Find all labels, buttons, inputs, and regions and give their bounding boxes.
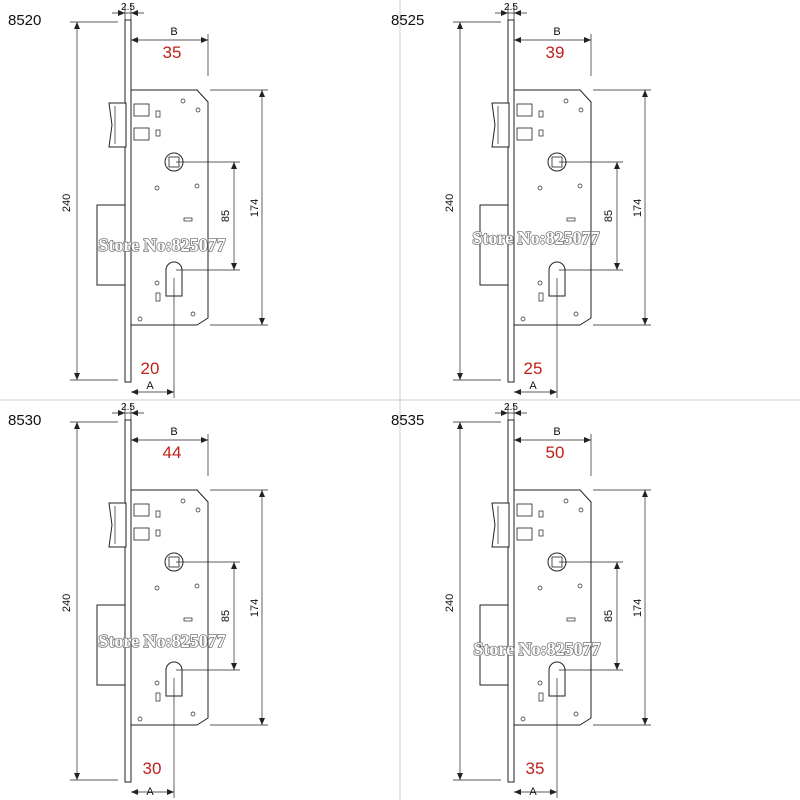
plate-thickness-label: 2.5 xyxy=(121,2,135,13)
plate-thickness-label: 2.5 xyxy=(121,402,135,413)
a-dimension-value: 25 xyxy=(524,359,543,378)
lock-drawing xyxy=(69,3,269,399)
plate-thickness-label: 2.5 xyxy=(504,402,518,413)
height-total-label: 240 xyxy=(444,194,456,212)
model-number: 8535 xyxy=(391,412,424,429)
lock-drawing xyxy=(69,403,269,799)
case-height-label: 174 xyxy=(249,599,261,617)
a-dimension-value: 30 xyxy=(143,759,162,778)
b-dimension-label: B xyxy=(553,426,560,438)
height-total-label: 240 xyxy=(61,194,73,212)
center-distance-label: 85 xyxy=(603,210,615,222)
b-dimension-label: B xyxy=(170,26,177,38)
lock-drawing xyxy=(452,3,652,399)
store-watermark: Store No:825077 xyxy=(472,228,599,248)
b-dimension-value: 39 xyxy=(546,43,565,62)
model-number: 8520 xyxy=(8,12,41,29)
b-dimension-value: 35 xyxy=(163,43,182,62)
b-dimension-label: B xyxy=(553,26,560,38)
a-dimension-label: A xyxy=(529,786,537,798)
panel-8525: 8525 2.5 B 39 A 25 240 174 85 Store No:8… xyxy=(391,2,652,399)
a-dimension-value: 20 xyxy=(141,359,160,378)
panel-8535: 8535 2.5 B 50 A 35 240 174 85 Store No:8… xyxy=(391,402,652,799)
a-dimension-label: A xyxy=(146,380,154,392)
a-dimension-label: A xyxy=(529,380,537,392)
model-number: 8530 xyxy=(8,412,41,429)
b-dimension-label: B xyxy=(170,426,177,438)
b-dimension-value: 50 xyxy=(546,443,565,462)
model-number: 8525 xyxy=(391,12,424,29)
store-watermark: Store No:825077 xyxy=(473,639,600,659)
case-height-label: 174 xyxy=(632,199,644,217)
a-dimension-value: 35 xyxy=(526,759,545,778)
store-watermark: Store No:825077 xyxy=(98,631,225,651)
center-distance-label: 85 xyxy=(220,210,232,222)
a-dimension-label: A xyxy=(146,786,154,798)
lock-drawing xyxy=(452,403,652,799)
plate-thickness-label: 2.5 xyxy=(504,2,518,13)
b-dimension-value: 44 xyxy=(163,443,182,462)
panel-8520: 8520 2.5 B 35 A 20 240 174 85 Store No:8… xyxy=(8,2,269,399)
height-total-label: 240 xyxy=(444,594,456,612)
height-total-label: 240 xyxy=(61,594,73,612)
center-distance-label: 85 xyxy=(220,610,232,622)
case-height-label: 174 xyxy=(249,199,261,217)
center-distance-label: 85 xyxy=(603,610,615,622)
case-height-label: 174 xyxy=(632,599,644,617)
store-watermark: Store No:825077 xyxy=(98,235,225,255)
panel-8530: 8530 2.5 B 44 A 30 240 174 85 Store No:8… xyxy=(8,402,269,799)
